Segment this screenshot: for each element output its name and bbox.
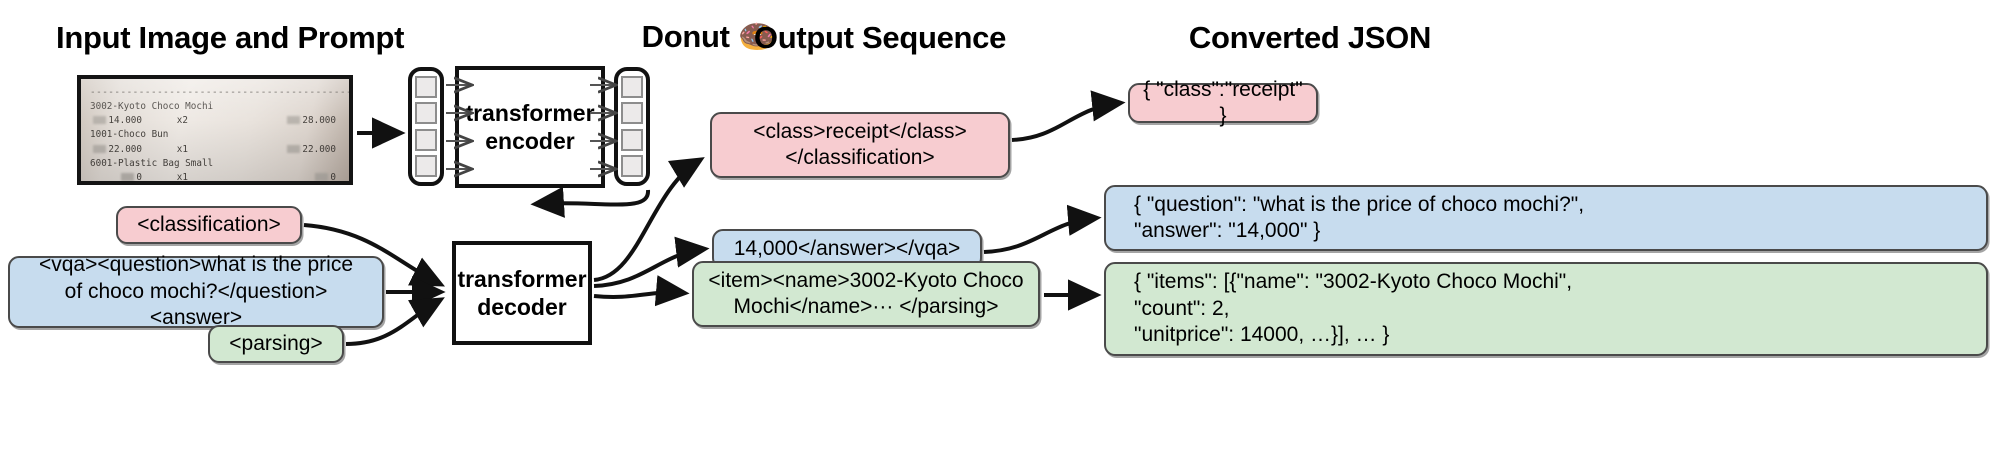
receipt-top-rule: ----------------------------------------…: [90, 86, 349, 100]
token-square: [621, 154, 643, 177]
arrow-output-to-json-vqa: [983, 204, 1102, 254]
transformer-decoder-block: transformer decoder: [452, 241, 592, 345]
token-square: [621, 102, 643, 125]
receipt-price: 14.000: [90, 114, 142, 128]
output-classification-label: <class>receipt</class> </classification>: [753, 119, 967, 169]
output-parsing-label: <item><name>3002-Kyoto Choco Mochi</name…: [708, 268, 1024, 318]
receipt-item-amounts: 0 x1 0: [90, 171, 340, 181]
json-classification-label: { "class":"receipt" }: [1143, 77, 1303, 127]
token-square: [415, 128, 437, 151]
prompt-parsing-label: <parsing>: [229, 331, 323, 355]
heading-donut: Donut 🍩: [641, 19, 777, 54]
receipt-item-label: 3002-Kyoto Choco Mochi: [90, 100, 340, 114]
encoder-input-token-strip: [408, 67, 444, 186]
token-square: [415, 76, 437, 98]
prompt-vqa[interactable]: <vqa><question>what is the price of choc…: [8, 253, 384, 329]
receipt-item-amounts: 14.000 x2 28.000: [90, 114, 340, 128]
receipt-sheen: [81, 79, 349, 181]
output-vqa-label: 14,000</answer></vqa>: [733, 236, 961, 260]
receipt-price: 22.000: [90, 143, 142, 157]
arrow-decoder-to-output-classification: [593, 157, 705, 282]
json-parsing-label: { "items": [{"name": "3002-Kyoto Choco M…: [1134, 270, 1573, 347]
output-classification[interactable]: <class>receipt</class> </classification>: [710, 112, 1010, 178]
transformer-encoder-block: transformer encoder: [455, 66, 605, 188]
json-vqa[interactable]: { "question": "what is the price of choc…: [1104, 185, 1988, 251]
transformer-encoder-label: transformer encoder: [465, 99, 595, 154]
token-square: [415, 154, 437, 177]
token-square: [415, 102, 437, 125]
receipt-item-amounts: 22.000 x1 22.000: [90, 143, 340, 157]
heading-converted-json: Converted JSON: [1188, 20, 1432, 55]
encoder-output-token-strip: [614, 67, 650, 186]
receipt-count: x2: [142, 114, 188, 128]
json-parsing[interactable]: { "items": [{"name": "3002-Kyoto Choco M…: [1104, 262, 1988, 356]
heading-input-image-and-prompt: Input Image and Prompt: [56, 20, 405, 55]
token-square: [621, 76, 643, 98]
arrow-encoder-to-decoder: [530, 186, 650, 218]
prompt-classification[interactable]: <classification>: [116, 206, 302, 244]
arrow-decoder-to-output-parsing: [593, 275, 690, 307]
transformer-decoder-label: transformer decoder: [457, 265, 587, 320]
json-classification[interactable]: { "class":"receipt" }: [1128, 78, 1318, 127]
arrows-input-tokens-to-encoder: [446, 85, 470, 169]
receipt-total: 22.000: [188, 143, 340, 157]
receipt-total: 28.000: [188, 114, 340, 128]
arrow-output-to-json-classification: [1011, 90, 1126, 142]
receipt-total: 0: [188, 171, 340, 181]
arrow-decoder-to-output-vqa: [593, 236, 710, 288]
receipt-count: x1: [142, 143, 188, 157]
prompt-vqa-label: <vqa><question>what is the price of choc…: [38, 253, 354, 330]
json-vqa-label: { "question": "what is the price of choc…: [1134, 192, 1585, 242]
receipt-item-label: 6001-Plastic Bag Small: [90, 157, 340, 171]
receipt-count: x1: [142, 171, 188, 181]
prompt-parsing[interactable]: <parsing>: [208, 325, 344, 363]
heading-output-sequence: Output Sequence: [753, 20, 1007, 55]
arrow-classification-prompt-to-decoder: [303, 223, 446, 287]
receipt-price: 0: [90, 171, 142, 181]
prompt-classification-label: <classification>: [137, 212, 281, 236]
receipt-photo: ----------------------------------------…: [77, 75, 353, 185]
receipt-item-label: 1001-Choco Bun: [90, 128, 340, 142]
token-square: [621, 128, 643, 151]
output-parsing[interactable]: <item><name>3002-Kyoto Choco Mochi</name…: [692, 261, 1040, 327]
receipt-text: ----------------------------------------…: [81, 79, 349, 181]
arrows-encoder-to-output-tokens: [590, 85, 614, 169]
arrow-parsing-prompt-to-decoder: [345, 297, 445, 346]
